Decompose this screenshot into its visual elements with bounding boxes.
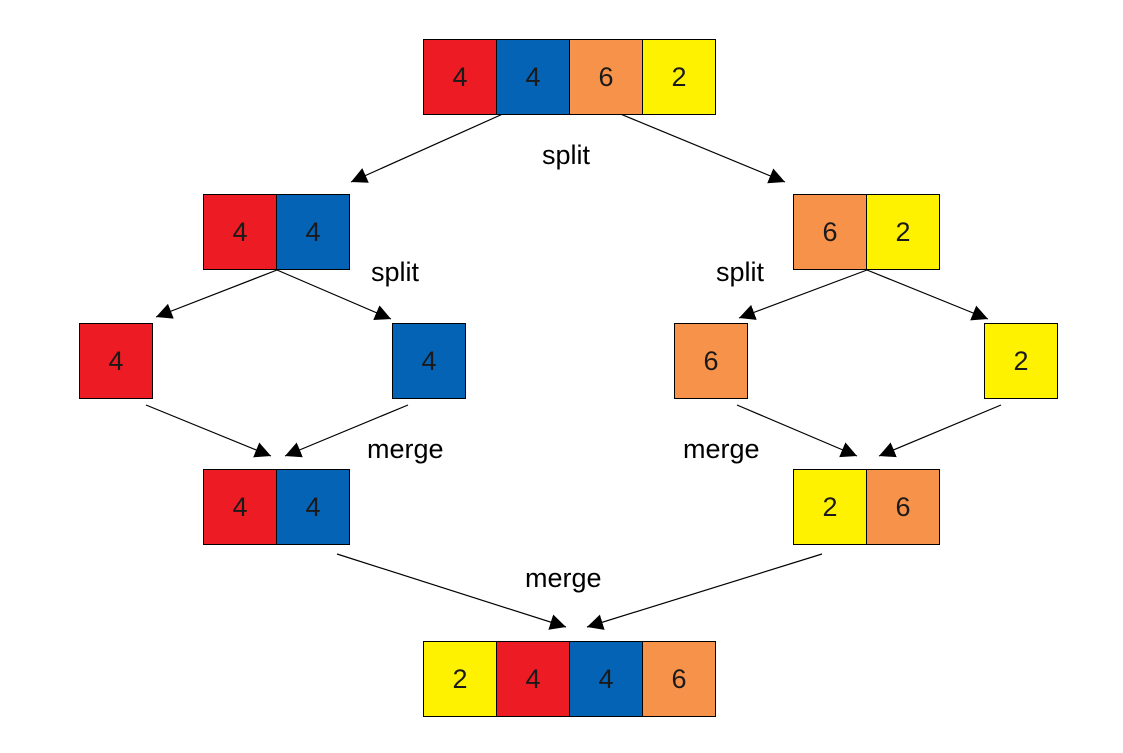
array-cell: 2 — [423, 641, 497, 717]
array-cell: 6 — [569, 39, 643, 115]
array-cell: 4 — [392, 323, 466, 399]
array-cell: 2 — [793, 469, 867, 545]
arrow-right-split-to-leaf-3 — [738, 269, 868, 320]
leaf-array-4: 2 — [984, 323, 1058, 399]
arrow-top-to-left-split — [350, 112, 506, 183]
merge-label-right: merge — [683, 434, 760, 464]
array-cell: 6 — [866, 469, 940, 545]
split-label-left: split — [371, 257, 420, 287]
arrow-right-split-to-leaf-4 — [866, 269, 989, 321]
array-cell: 4 — [276, 194, 350, 270]
arrow-left-split-to-leaf-2 — [276, 269, 392, 321]
array-cell: 4 — [203, 194, 277, 270]
array-cell: 4 — [496, 641, 570, 717]
arrow-leaf-2-to-left-merge — [284, 404, 409, 458]
array-cell: 4 — [79, 323, 153, 399]
leaf-array-1: 4 — [79, 323, 153, 399]
array-cell: 6 — [674, 323, 748, 399]
array-cell: 4 — [423, 39, 497, 115]
arrow-top-to-right-split — [617, 112, 786, 184]
arrow-left-merge-to-bottom — [336, 553, 567, 630]
array-cell: 4 — [496, 39, 570, 115]
split-label-right: split — [716, 257, 765, 287]
array-cell: 2 — [866, 194, 940, 270]
array-cell: 4 — [569, 641, 643, 717]
arrow-leaf-4-to-right-merge — [878, 404, 1002, 458]
merge-label-bottom: merge — [525, 563, 602, 593]
arrow-leaf-1-to-left-merge — [145, 404, 272, 458]
arrow-leaf-3-to-right-merge — [736, 404, 858, 458]
split-label-top: split — [542, 140, 591, 170]
array-cell: 4 — [276, 469, 350, 545]
array-cell: 6 — [793, 194, 867, 270]
array-cell: 2 — [642, 39, 716, 115]
array-cell: 2 — [984, 323, 1058, 399]
array-cell: 6 — [642, 641, 716, 717]
merge-label-left: merge — [367, 434, 444, 464]
arrow-left-split-to-leaf-1 — [155, 269, 278, 319]
arrow-right-merge-to-bottom — [586, 553, 823, 630]
array-cell: 4 — [203, 469, 277, 545]
leaf-array-3: 6 — [674, 323, 748, 399]
leaf-array-2: 4 — [392, 323, 466, 399]
